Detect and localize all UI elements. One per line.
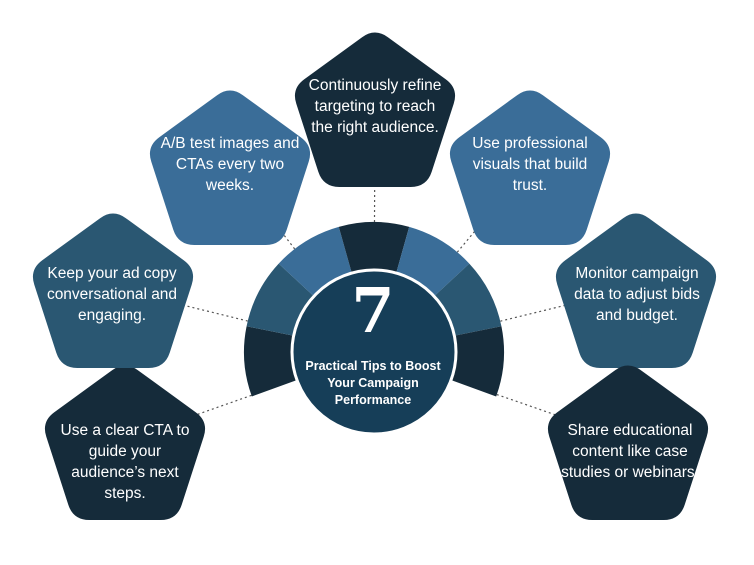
- tip-text-5: Use professional visuals that build trus…: [472, 135, 588, 194]
- center-title: Practical Tips to Boost Your Campaign Pe…: [305, 359, 441, 407]
- tip-pentagon-1: [44, 365, 206, 520]
- ring-segment-1: [244, 326, 299, 397]
- tip-pentagon-4: [294, 32, 456, 187]
- tip-pentagon-5: [449, 90, 611, 245]
- tip-text-3: A/B test images and CTAs every two weeks…: [160, 135, 300, 194]
- tip-text-2: Keep your ad copy conversational and eng…: [46, 265, 178, 324]
- tip-pentagons: [32, 32, 717, 520]
- tip-pentagon-2: [32, 213, 194, 368]
- tip-pentagon-3: [149, 90, 311, 245]
- tip-text-6: Monitor campaign data to adjust bids and…: [574, 265, 700, 324]
- tip-text-7: Share educational content like case stud…: [561, 422, 699, 481]
- tip-text-4: Continuously refine targeting to reach t…: [308, 77, 442, 136]
- connector-line-1: [192, 388, 271, 417]
- tip-pentagon-7: [547, 365, 709, 520]
- ring-segment-7: [449, 326, 504, 397]
- center-number: 7: [351, 274, 395, 347]
- tip-text-1: Use a clear CTA to guide your audience’s…: [60, 422, 190, 502]
- tip-pentagon-6: [555, 213, 717, 368]
- center-circle: [290, 268, 458, 436]
- ring-segment-4: [338, 221, 410, 275]
